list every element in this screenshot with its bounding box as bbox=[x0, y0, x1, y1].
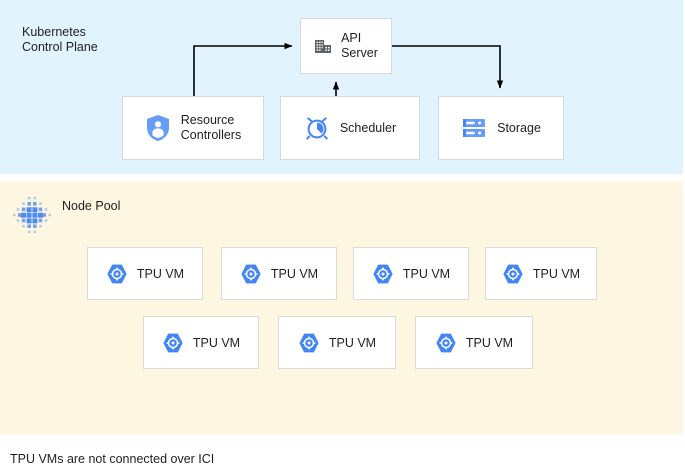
scheduler-node[interactable]: Scheduler bbox=[280, 96, 420, 160]
node-pool-title: Node Pool bbox=[62, 199, 121, 213]
api-server-label: API Server bbox=[341, 31, 378, 60]
tpu-vm-node[interactable]: TPU VM bbox=[87, 247, 203, 300]
tpu-vm-node[interactable]: TPU VM bbox=[415, 316, 533, 369]
storage-node[interactable]: Storage bbox=[438, 96, 564, 160]
tpu-hexagon-icon bbox=[298, 332, 320, 354]
tpu-vm-label: TPU VM bbox=[328, 335, 377, 350]
tpu-vm-label: TPU VM bbox=[136, 266, 185, 281]
tpu-vm-label: TPU VM bbox=[192, 335, 241, 350]
storage-label: Storage bbox=[497, 120, 541, 135]
building-icon bbox=[314, 37, 333, 56]
tpu-vm-label: TPU VM bbox=[465, 335, 514, 350]
alarm-clock-icon bbox=[304, 115, 330, 141]
tpu-vm-label: TPU VM bbox=[402, 266, 451, 281]
tpu-hexagon-icon bbox=[162, 332, 184, 354]
tpu-hexagon-icon bbox=[372, 263, 394, 285]
tpu-vm-label: TPU VM bbox=[270, 266, 319, 281]
footnote-text: TPU VMs are not connected over ICI bbox=[10, 452, 215, 466]
resource-controllers-label: Resource Controllers bbox=[180, 113, 242, 142]
tpu-vm-node[interactable]: TPU VM bbox=[353, 247, 469, 300]
tpu-hexagon-icon bbox=[502, 263, 524, 285]
api-server-node[interactable]: API Server bbox=[300, 18, 392, 74]
server-rack-icon bbox=[461, 115, 487, 141]
tpu-hexagon-icon bbox=[106, 263, 128, 285]
shield-user-icon bbox=[145, 114, 171, 142]
tpu-hexagon-icon bbox=[435, 332, 457, 354]
tpu-vm-node[interactable]: TPU VM bbox=[485, 247, 597, 300]
tpu-vm-label: TPU VM bbox=[532, 266, 581, 281]
resource-controllers-node[interactable]: Resource Controllers bbox=[122, 96, 264, 160]
tpu-hexagon-icon bbox=[240, 263, 262, 285]
tpu-vm-node[interactable]: TPU VM bbox=[143, 316, 259, 369]
scheduler-label: Scheduler bbox=[339, 120, 397, 135]
tpu-vm-node[interactable]: TPU VM bbox=[221, 247, 337, 300]
tpu-vm-node[interactable]: TPU VM bbox=[278, 316, 396, 369]
dot-matrix-icon bbox=[10, 194, 54, 238]
control-plane-title: Kubernetes Control Plane bbox=[22, 25, 98, 54]
node-pool-region bbox=[0, 181, 683, 434]
